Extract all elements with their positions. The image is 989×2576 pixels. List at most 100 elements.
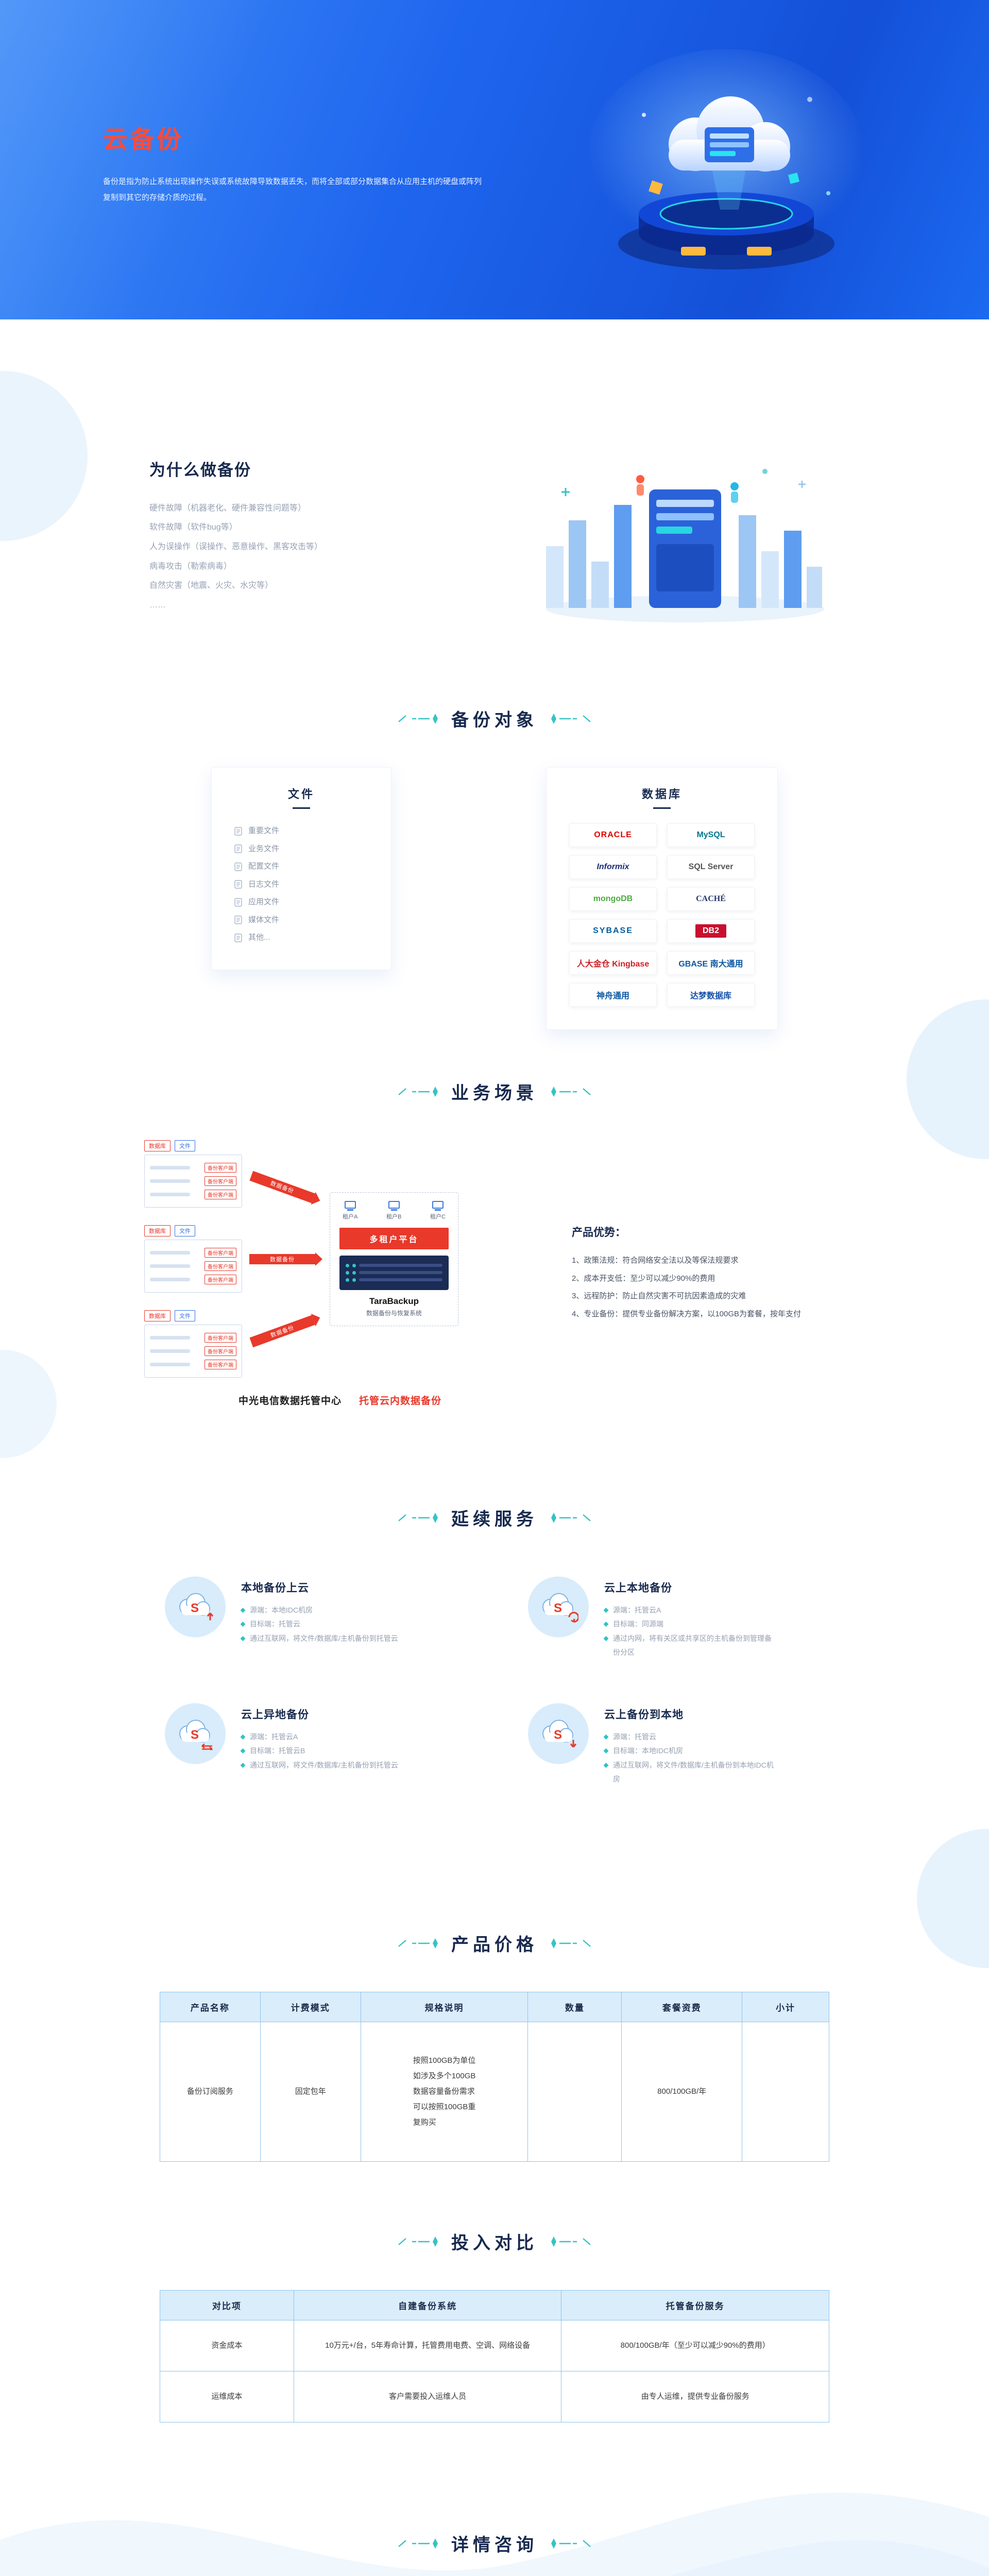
tenant-item: 租户C [430,1200,446,1221]
databases-card: 数据库 ORACLE MySQL Informix SQL Server mon… [546,767,778,1030]
mysql-logo: MySQL [667,823,755,847]
backup-system-name: TaraBackup [369,1296,419,1306]
cache-logo: CACHÉ [667,887,755,911]
section-flourish-icon [551,1512,591,1523]
diamond-bullet-icon [603,1607,609,1613]
backup-client-tag: 备份客户端 [204,1176,236,1186]
service-point: 源端：托管云 [603,1730,774,1744]
backup-client-tag: 备份客户端 [204,1190,236,1199]
sql-server-logo: SQL Server [667,855,755,879]
quantity-cell [527,2022,622,2162]
column-header: 对比项 [160,2290,294,2321]
diamond-bullet-icon [240,1734,246,1740]
data-backup-arrow: 数据备份 [249,1315,315,1347]
service-point: 通过内网，将有关区或共享区的主机备份到管理备份分区 [603,1632,774,1660]
column-header: 规格说明 [360,1992,528,2023]
section-flourish-icon [551,1938,591,1948]
backup-client-tag: 备份客户端 [204,1346,236,1356]
file-chip: 文件 [175,1225,195,1236]
pricing-header-row: 产品名称 计费模式 规格说明 数量 套餐资费 小计 [160,1992,829,2023]
billing-mode-cell: 固定包年 [260,2022,361,2162]
document-icon [234,898,242,907]
section-flourish-icon [551,2538,591,2549]
service-point: 源端：本地IDC机房 [240,1603,398,1617]
customer-server-room: 数据库 文件 备份客户端 备份客户端 备份客户端 [144,1225,242,1293]
data-city-illustration [531,443,840,629]
oracle-logo: ORACLE [569,823,657,847]
section-flourish-icon [551,713,591,724]
service-cloud-remote-backup: S 云上异地备份 源端：托管云A 目标端：托管云B 通过互联网，将文件/数据库/… [165,1703,461,1786]
cloud-transfer-icon: S [165,1703,226,1765]
section-flourish-icon [551,2236,591,2247]
file-type-item: 业务文件 [234,840,368,858]
section-flourish-icon [398,713,438,724]
sybase-logo: SYBASE [569,919,657,943]
diamond-bullet-icon [240,1762,246,1768]
spec-cell: 按照100GB为单位 如涉及多个100GB 数据容量备份需求 可以按照100GB… [360,2022,528,2162]
product-advantages-list: 1、政策法规：符合网络安全法以及等保法规要求 2、成本开支低：至少可以减少90%… [572,1252,845,1323]
continued-services-title: 延续服务 [451,1510,538,1529]
self-built-cell: 10万元+/台，5年寿命计算，托管费用电费、空调、网络设备 [293,2320,562,2372]
cost-comparison-title: 投入对比 [451,2233,538,2253]
service-point: 目标端：托管云B [240,1744,398,1758]
service-point: 目标端：本地IDC机房 [603,1744,774,1758]
file-type-item: 媒体文件 [234,911,368,929]
subtotal-cell [742,2022,829,2162]
data-backup-arrows: 数据备份 数据备份 数据备份 [242,1151,330,1367]
multi-tenant-platform-box: 租户A 租户B 租户C 多租户平台 TaraBackup 数据备份与恢 [330,1192,458,1326]
svg-text:S: S [554,1601,562,1615]
diamond-bullet-icon [603,1636,609,1641]
backup-client-tag: 备份客户端 [204,1360,236,1369]
cost-comparison-section: 投入对比 对比项 自建备份系统 托管备份服务 资金成本 10万元+/台， [0,2229,989,2423]
section-flourish-icon [398,1512,438,1523]
service-cloud-local-backup: S 云上本地备份 源端：托管云A 目标端：同源端 通过内网，将有关区或共享区的主… [528,1577,824,1659]
contact-section: 详情咨询 咨询热线： 400-086-8810 [0,2531,989,2576]
service-point: 通过互联网，将文件/数据库/主机备份到本地IDC机房 [603,1758,774,1787]
database-chip: 数据库 [144,1140,170,1151]
backup-server-icon [339,1255,449,1290]
multi-tenant-platform-banner: 多租户平台 [339,1227,449,1249]
file-type-item: 应用文件 [234,893,368,911]
why-backup-section: 为什么做备份 硬件故障（机器老化、硬件兼容性问题等） 软件故障（软件bug等） … [0,443,989,629]
column-header: 产品名称 [160,1992,261,2023]
column-header: 托管备份服务 [561,2290,829,2321]
service-point: 通过互联网，将文件/数据库/主机备份到托管云 [240,1632,398,1646]
package-price-cell: 800/100GB/年 [621,2022,743,2162]
data-backup-arrow: 数据备份 [249,1252,322,1266]
gbase-logo: GBASE 南大通用 [667,951,755,975]
column-header: 数量 [527,1992,622,2023]
pricing-row: 备份订阅服务 固定包年 按照100GB为单位 如涉及多个100GB 数据容量备份… [160,2022,829,2162]
backup-flow-diagram: 数据库 文件 备份客户端 备份客户端 备份客户端 数据库 [144,1140,536,1407]
backup-client-tag: 备份客户端 [204,1275,236,1284]
continued-services-section: 延续服务 S [0,1505,989,1786]
pricing-table: 产品名称 计费模式 规格说明 数量 套餐资费 小计 备份订阅服务 固定包年 按照… [160,1992,829,2162]
why-backup-list: 硬件故障（机器老化、硬件兼容性问题等） 软件故障（软件bug等） 人为误操作（误… [149,499,322,615]
hero-text-block: 云备份 备份是指为防止系统出现操作失误或系统故障导致数据丢失，而将全部或部分数据… [103,114,505,206]
business-scenario-section: 业务场景 数据库 文件 备份客户端 [0,1079,989,1407]
mongodb-logo: mongoDB [569,887,657,911]
svg-text:S: S [191,1601,199,1615]
diamond-bullet-icon [603,1734,609,1740]
files-list: 重要文件 业务文件 配置文件 日志文件 应用文件 媒体文件 其他... [234,822,368,947]
customer-server-room: 数据库 文件 备份客户端 备份客户端 备份客户端 [144,1140,242,1208]
product-name-cell: 备份订阅服务 [160,2022,261,2162]
files-card-title: 文件 [234,785,368,809]
diamond-bullet-icon [240,1607,246,1613]
column-header: 套餐资费 [621,1992,743,2023]
section-flourish-icon [551,1086,591,1097]
service-point: 源端：托管云A [240,1730,398,1744]
self-built-cell: 客户需要投入运维人员 [293,2371,562,2423]
section-flourish-icon [398,1938,438,1948]
why-item: 病毒攻击（勒索病毒） [149,562,232,571]
diamond-bullet-icon [603,1621,609,1627]
database-logo-grid: ORACLE MySQL Informix SQL Server mongoDB… [569,823,755,1007]
section-flourish-icon [398,2538,438,2549]
column-header: 自建备份系统 [293,2290,562,2321]
diamond-bullet-icon [240,1621,246,1627]
managed-service-cell: 由专人运维，提供专业备份服务 [561,2371,829,2423]
document-icon [234,934,242,942]
backup-client-tag: 备份客户端 [204,1248,236,1258]
product-pricing-section: 产品价格 产品名称 计费模式 规格说明 数量 套餐资费 小计 [0,1930,989,2162]
files-card: 文件 重要文件 业务文件 配置文件 日志文件 应用文件 媒体文件 其他... [211,767,391,970]
